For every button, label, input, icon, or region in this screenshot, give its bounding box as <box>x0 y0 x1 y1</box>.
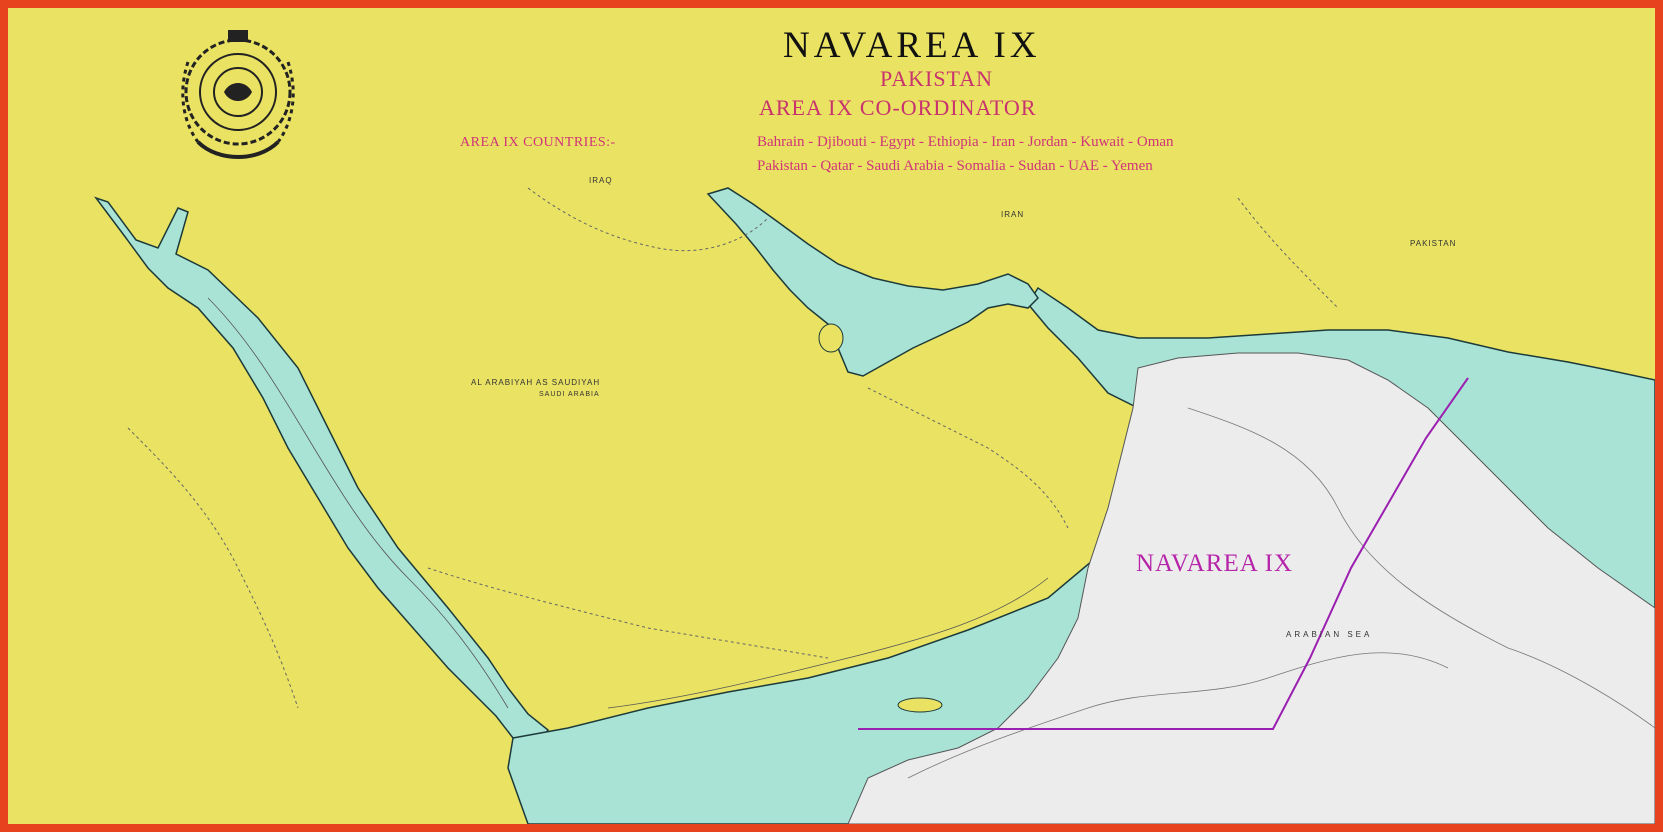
countries-list-line-2: Pakistan - Qatar - Saudi Arabia - Somali… <box>757 158 1153 174</box>
place-label-iraq: IRAQ <box>589 176 613 185</box>
land-border <box>527 187 769 252</box>
arabian-sea-deep <box>847 352 1655 824</box>
place-label-saudi: AL ARABIYAH AS SAUDIYAH <box>471 378 601 387</box>
land-border <box>127 427 299 709</box>
place-label-pakistan: PAKISTAN <box>1410 239 1457 248</box>
land-border <box>867 387 1069 529</box>
persian-gulf <box>706 187 1039 377</box>
chart-frame: NAVAREA IX PAKISTAN AREA IX CO-ORDINATOR… <box>8 8 1655 824</box>
map-coordinator: AREA IX CO-ORDINATOR <box>759 95 1037 120</box>
naval-crest-emblem-icon <box>181 30 295 159</box>
countries-label: AREA IX COUNTRIES:- <box>460 135 616 150</box>
navarea-label: NAVAREA IX <box>1136 550 1294 577</box>
qatar <box>818 323 844 353</box>
socotra-island <box>897 697 943 713</box>
place-label-saudi-en: SAUDI ARABIA <box>539 391 600 398</box>
depth-contour <box>207 297 509 709</box>
place-label-iran: IRAN <box>1001 210 1025 219</box>
nautical-map <box>93 187 1655 824</box>
map-title: NAVAREA IX <box>783 25 1041 66</box>
land-border <box>427 567 829 659</box>
depth-contour <box>907 652 1449 779</box>
depth-contour <box>607 577 1049 709</box>
countries-list-line-1: Bahrain - Djibouti - Egypt - Ethiopia - … <box>757 134 1174 150</box>
red-sea <box>93 196 549 747</box>
depth-contour <box>1187 407 1655 729</box>
navarea-boundary <box>858 377 1469 730</box>
place-label-arabian-sea: ARABIAN SEA <box>1286 630 1373 639</box>
land-border <box>1237 197 1339 309</box>
map-subtitle: PAKISTAN <box>880 66 994 91</box>
